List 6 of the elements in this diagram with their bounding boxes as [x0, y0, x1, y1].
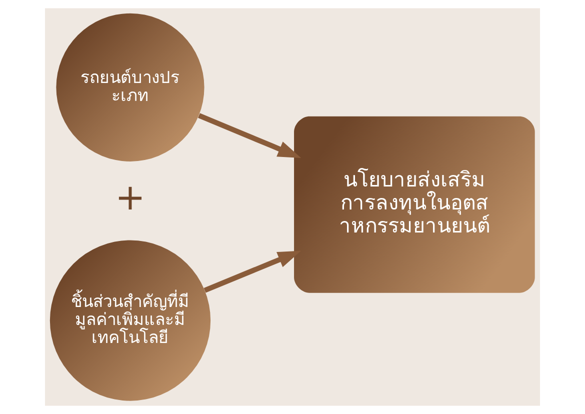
- arrow: [204, 250, 302, 293]
- label: +: [115, 176, 146, 219]
- node-circle: ชิ้นส่วนสำคัญที่มีมูลค่าเพิ่มและมีเทคโนโลยี: [50, 240, 211, 401]
- arrow: [198, 113, 302, 158]
- node-circle: รถยนต์บางประเภท: [56, 13, 204, 162]
- node-box: นโยบายส่งเสริมการลงทุนในอุตสาหกรรมยานยนต์: [294, 116, 535, 293]
